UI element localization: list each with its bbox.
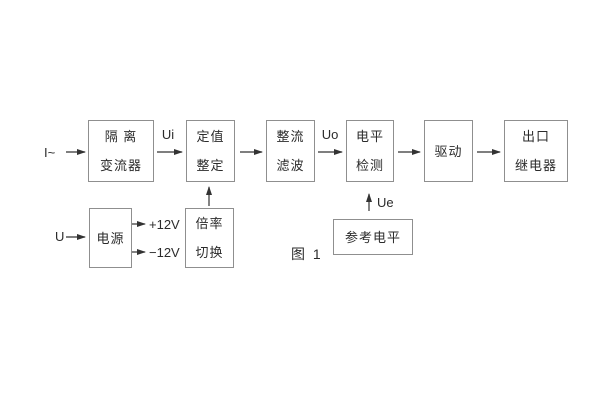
block-level-detector: 电平 检测 xyxy=(346,120,394,182)
block-label: 定值 xyxy=(196,129,225,144)
signal-ui-label: Ui xyxy=(161,127,175,142)
input-current-label: I~ xyxy=(44,145,56,160)
block-driver: 驱动 xyxy=(424,120,473,182)
block-label: 整定 xyxy=(196,158,225,173)
block-label: 隔 离 xyxy=(104,129,138,144)
block-label: 电平 xyxy=(355,129,384,144)
block-isolation-transformer: 隔 离 变流器 xyxy=(88,120,154,182)
block-setting-adjust: 定值 整定 xyxy=(186,120,235,182)
power-minus12-label: −12V xyxy=(149,245,180,260)
block-label: 继电器 xyxy=(514,158,557,173)
block-ratio-switch: 倍率 切换 xyxy=(185,208,234,268)
figure-caption: 图 1 xyxy=(291,246,323,262)
block-reference-level: 参考电平 xyxy=(333,219,413,255)
block-label: 出口 xyxy=(521,129,550,144)
block-label: 切换 xyxy=(195,245,224,260)
block-power-supply: 电源 xyxy=(89,208,132,268)
signal-uo-label: Uo xyxy=(321,127,339,142)
block-label: 检测 xyxy=(355,158,384,173)
block-label: 整流 xyxy=(276,129,305,144)
block-label: 驱动 xyxy=(434,143,463,159)
block-label: 变流器 xyxy=(99,158,142,173)
signal-ue-label: Ue xyxy=(377,195,394,210)
block-output-relay: 出口 继电器 xyxy=(504,120,568,182)
block-label: 参考电平 xyxy=(344,229,401,245)
power-plus12-label: +12V xyxy=(149,217,180,232)
input-voltage-label: U xyxy=(55,229,65,244)
block-label: 滤波 xyxy=(276,158,305,173)
block-rectifier-filter: 整流 滤波 xyxy=(266,120,315,182)
block-label: 电源 xyxy=(96,230,125,246)
block-label: 倍率 xyxy=(195,216,224,231)
